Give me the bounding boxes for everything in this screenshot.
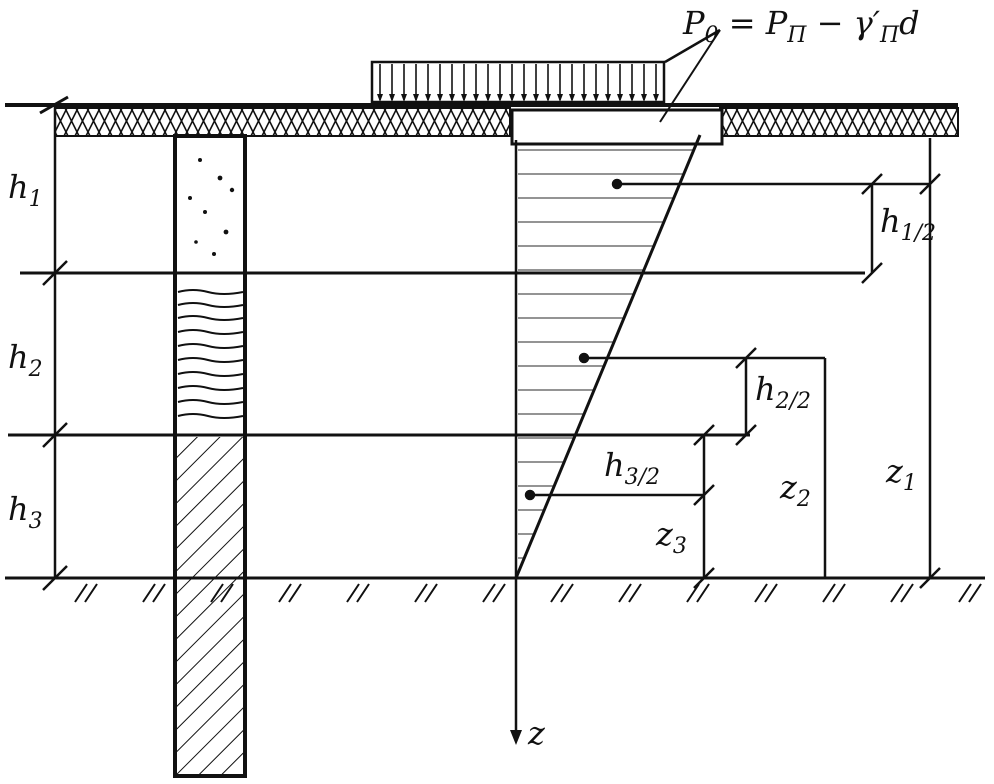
ground-hatch-mark xyxy=(958,583,972,603)
ground-hatch-mark xyxy=(628,583,642,603)
load-arrow xyxy=(425,64,431,102)
distributed-load xyxy=(370,28,721,123)
ground-hatch-mark xyxy=(618,583,632,603)
ground-hatch-mark xyxy=(560,583,574,603)
layer-2-label: h2 xyxy=(8,338,43,382)
borehole-log xyxy=(173,134,247,778)
ground-hatch-mark xyxy=(900,583,914,603)
load-arrows xyxy=(377,64,659,102)
load-arrow xyxy=(593,64,599,102)
load-formula: P0 = PП − γ′Пd xyxy=(682,4,920,48)
depth-dimensions xyxy=(823,138,941,589)
ground-hatch-mark xyxy=(74,583,88,603)
load-arrow xyxy=(509,64,515,102)
layer-3-label: h3 xyxy=(8,490,43,534)
depth-1-label: z1 xyxy=(885,452,917,496)
midpoint-markers xyxy=(524,178,930,501)
ground-hatch-mark xyxy=(550,583,564,603)
half-layer-1-label: h1/2 xyxy=(880,202,936,246)
load-arrow xyxy=(485,64,491,102)
ground-hatch-mark xyxy=(764,583,778,603)
stress-epure xyxy=(510,134,702,745)
load-arrow xyxy=(521,64,527,102)
ground-hatch-mark xyxy=(754,583,768,603)
ground-hatch-mark xyxy=(346,583,360,603)
ground-hatch-mark xyxy=(832,583,846,603)
sand-dots xyxy=(188,158,235,256)
load-arrow xyxy=(497,64,503,102)
ground-hatch-mark xyxy=(696,583,710,603)
layer-dimension-line xyxy=(42,105,68,591)
load-arrow xyxy=(389,64,395,102)
ground-hatch-mark xyxy=(492,583,506,603)
load-arrow xyxy=(377,64,383,102)
half-layer-2-label: h2/2 xyxy=(755,370,811,414)
half-layer-dimensions xyxy=(693,173,883,589)
load-arrow xyxy=(401,64,407,102)
load-arrow xyxy=(437,64,443,102)
ground-hatch-mark xyxy=(84,583,98,603)
ground-hatch-mark xyxy=(822,583,836,603)
ground-hatch-mark xyxy=(278,583,292,603)
clay-wavy-lines xyxy=(177,289,244,419)
ground-hatch-mark xyxy=(482,583,496,603)
ground-hatch-mark xyxy=(210,583,224,603)
ground-hatch-mark xyxy=(142,583,156,603)
depth-2-label: z2 xyxy=(779,468,811,512)
load-arrow xyxy=(653,64,659,102)
load-arrow xyxy=(641,64,647,102)
ground-hatch-mark xyxy=(686,583,700,603)
load-arrow xyxy=(473,64,479,102)
ground-hatch-mark xyxy=(968,583,982,603)
ground-hatch-mark xyxy=(356,583,370,603)
load-arrow xyxy=(449,64,455,102)
depth-3-label: z3 xyxy=(655,515,687,559)
z-axis-label: z xyxy=(527,714,546,752)
load-arrow xyxy=(545,64,551,102)
ground-hatch-mark xyxy=(424,583,438,603)
half-layer-3-label: h3/2 xyxy=(604,446,660,490)
load-arrow xyxy=(605,64,611,102)
load-arrow xyxy=(581,64,587,102)
layer-1-label: h1 xyxy=(8,168,43,212)
foundation xyxy=(510,108,724,146)
load-arrow xyxy=(617,64,623,102)
load-arrow xyxy=(461,64,467,102)
base-ground-hatch xyxy=(74,583,982,603)
ground-hatch-mark xyxy=(288,583,302,603)
ground-surface xyxy=(5,95,959,137)
ground-hatch-mark xyxy=(152,583,166,603)
load-arrow xyxy=(629,64,635,102)
load-arrow xyxy=(557,64,563,102)
load-arrow xyxy=(569,64,575,102)
load-arrow xyxy=(413,64,419,102)
layer-boundaries xyxy=(5,271,985,580)
ground-hatch-mark xyxy=(414,583,428,603)
ground-hatch-mark xyxy=(220,583,234,603)
load-arrow xyxy=(533,64,539,102)
ground-hatch-mark xyxy=(890,583,904,603)
